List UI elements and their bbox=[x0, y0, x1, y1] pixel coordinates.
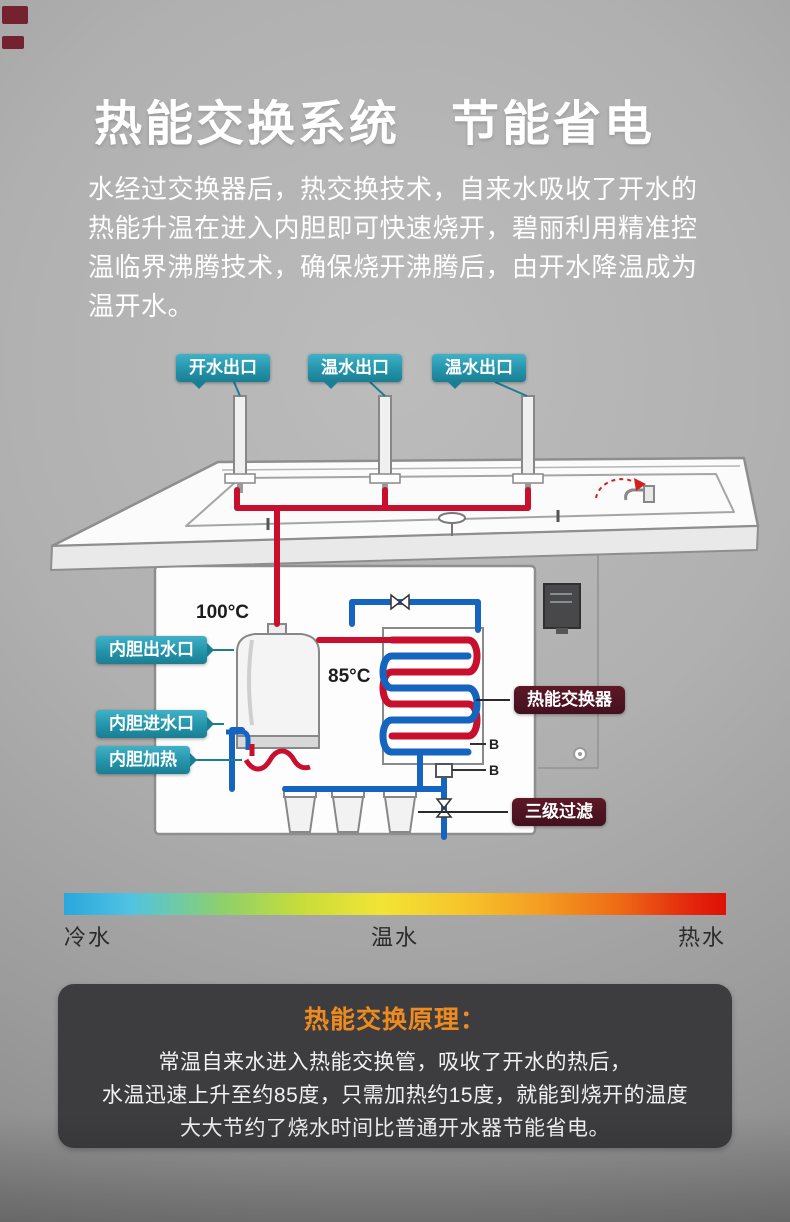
faucet bbox=[512, 395, 544, 493]
filter-cartridge bbox=[331, 786, 365, 833]
faucet bbox=[369, 395, 401, 493]
corner-artifact bbox=[2, 6, 28, 24]
right-panel-line bbox=[538, 540, 599, 769]
badge-pointer-lines bbox=[233, 381, 528, 397]
drain bbox=[438, 512, 466, 524]
label-triple-filter: 三级过滤 bbox=[512, 798, 606, 826]
swing-arrow bbox=[595, 478, 639, 499]
inner-tank bbox=[226, 623, 320, 772]
intro-line: 温临界沸腾技术，确保烧开沸腾后，由开水降温成为 bbox=[88, 252, 698, 282]
scale-label-cold: 冷水 bbox=[64, 925, 113, 950]
filter-stage bbox=[283, 786, 417, 833]
heat-exchanger bbox=[379, 627, 484, 765]
outlet-badge-warm-1: 温水出口 bbox=[308, 354, 402, 389]
b-stub-lines bbox=[452, 743, 486, 771]
heating-element bbox=[243, 748, 311, 772]
valve-icon bbox=[390, 593, 410, 611]
faucet bbox=[224, 395, 256, 493]
port-label-b: B bbox=[489, 762, 500, 778]
intro-line: 热能升温在进入内胆即可快速烧开，碧丽利用精准控 bbox=[88, 213, 698, 243]
port-label-b: B bbox=[489, 736, 500, 752]
system-diagram: 开水出口 温水出口 温水出口 内胆出水口 内胆进水口 内胆加热 热能交换器 三级… bbox=[0, 340, 790, 888]
scale-label-warm: 温水 bbox=[370, 925, 419, 950]
temp-label-85: 85°C bbox=[328, 666, 371, 687]
principle-panel: 热能交换原理： 常温自来水进入热能交换管，吸收了开水的热后， 水温迅速上升至约8… bbox=[58, 984, 732, 1148]
pipe-fitting bbox=[435, 763, 453, 778]
outlet-badge-boiling: 开水出口 bbox=[176, 354, 270, 389]
faucets bbox=[224, 381, 544, 493]
principle-line: 常温自来水进入热能交换管，吸收了开水的热后， bbox=[158, 1051, 632, 1074]
intro-line: 水经过交换器后，热交换技术，自来水吸收了开水的 bbox=[88, 174, 698, 204]
label-heat-exchanger: 热能交换器 bbox=[514, 686, 625, 714]
filter-cartridge bbox=[383, 786, 417, 833]
electrical-box bbox=[543, 583, 581, 629]
temperature-scale-labels: 冷水 温水 热水 bbox=[64, 920, 726, 952]
hot-water-pipes bbox=[234, 487, 531, 643]
temperature-gradient-bar bbox=[64, 893, 726, 915]
label-tank-inlet: 内胆进水口 bbox=[96, 710, 214, 738]
principle-title: 热能交换原理： bbox=[303, 1006, 486, 1034]
intro-paragraph: 水经过交换器后，热交换技术，自来水吸收了开水的 热能升温在进入内胆即可快速烧开，… bbox=[88, 170, 728, 326]
corner-artifact bbox=[2, 36, 24, 49]
intro-line: 温开水。 bbox=[88, 291, 195, 321]
principle-line: 水温迅速上升至约85度，只需加热约15度，就能到烧开的温度 bbox=[101, 1084, 689, 1107]
outlet-badge-warm-2: 温水出口 bbox=[432, 354, 526, 389]
temp-label-100: 100°C bbox=[196, 602, 250, 623]
principle-line: 大大节约了烧水时间比普通开水器节能省电。 bbox=[180, 1117, 610, 1140]
swivel-tap bbox=[595, 478, 655, 503]
diagram-canvas bbox=[50, 381, 760, 840]
label-tank-heating: 内胆加热 bbox=[96, 746, 197, 774]
page-title: 热能交换系统 节能省电 bbox=[94, 98, 656, 151]
label-tank-outlet: 内胆出水口 bbox=[96, 636, 214, 664]
cold-coil bbox=[379, 652, 481, 756]
scale-label-hot: 热水 bbox=[677, 925, 726, 950]
hot-coil bbox=[379, 636, 481, 740]
filter-cartridge bbox=[283, 786, 317, 833]
counter-top bbox=[50, 456, 760, 571]
